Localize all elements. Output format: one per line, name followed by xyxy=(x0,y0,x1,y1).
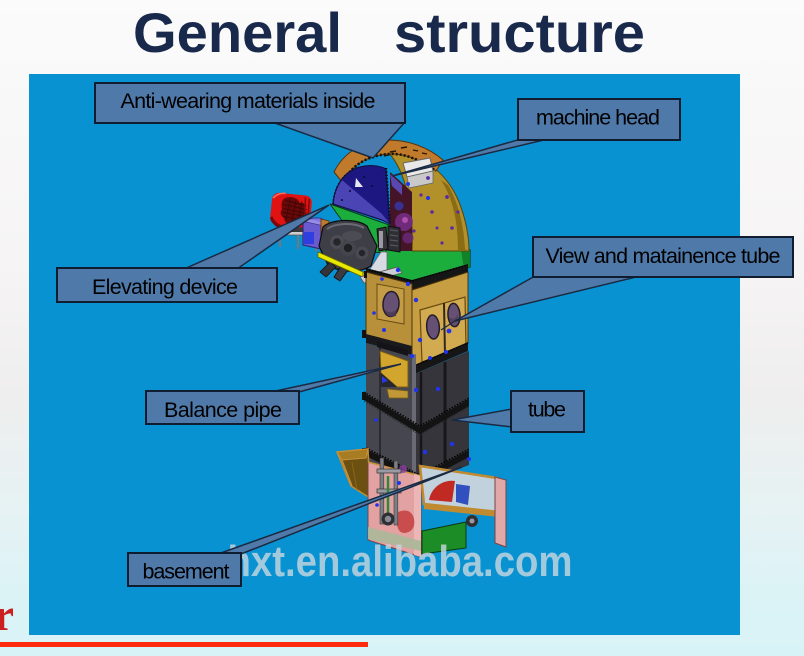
svg-text:hxt.en.alibaba.com: hxt.en.alibaba.com xyxy=(228,537,573,586)
svg-text:r: r xyxy=(0,590,14,640)
svg-text:Anti-wearing materials inside: Anti-wearing materials inside xyxy=(121,89,376,113)
svg-text:machine head: machine head xyxy=(536,106,660,130)
svg-text:View and matainence tube: View and matainence tube xyxy=(546,244,781,268)
svg-text:tube: tube xyxy=(528,398,566,422)
svg-text:basement: basement xyxy=(143,560,230,584)
svg-text:General: General xyxy=(133,1,342,64)
svg-text:structure: structure xyxy=(394,1,645,64)
svg-text:Balance pipe: Balance pipe xyxy=(164,398,282,422)
svg-text:Elevating device: Elevating device xyxy=(92,275,238,299)
